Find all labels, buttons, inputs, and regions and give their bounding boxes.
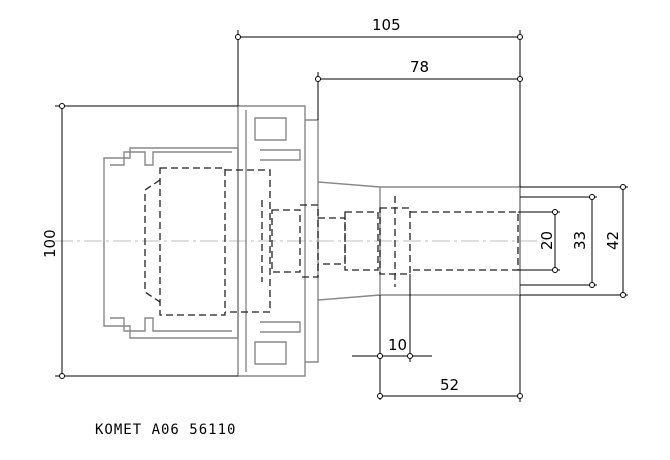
dim-52: 52 [377, 295, 523, 402]
dim-label-52: 52 [440, 376, 459, 394]
dim-label-33: 33 [571, 231, 589, 250]
dim-33: 33 [520, 194, 597, 288]
dim-105: 105 [235, 16, 523, 187]
part-number-caption: KOMET A06 56110 [95, 422, 237, 438]
dim-42: 42 [520, 184, 628, 298]
dim-label-42: 42 [604, 231, 622, 250]
dim-10: 10 [352, 274, 432, 400]
dim-20: 20 [518, 209, 560, 273]
dim-78: 78 [315, 58, 523, 120]
dim-label-20: 20 [538, 231, 556, 250]
dim-label-78: 78 [410, 58, 429, 76]
dim-100: 100 [41, 103, 238, 379]
dim-label-100: 100 [41, 229, 59, 258]
dim-label-105: 105 [372, 16, 401, 34]
hidden-lines [144, 167, 519, 316]
dim-label-10: 10 [388, 336, 407, 354]
